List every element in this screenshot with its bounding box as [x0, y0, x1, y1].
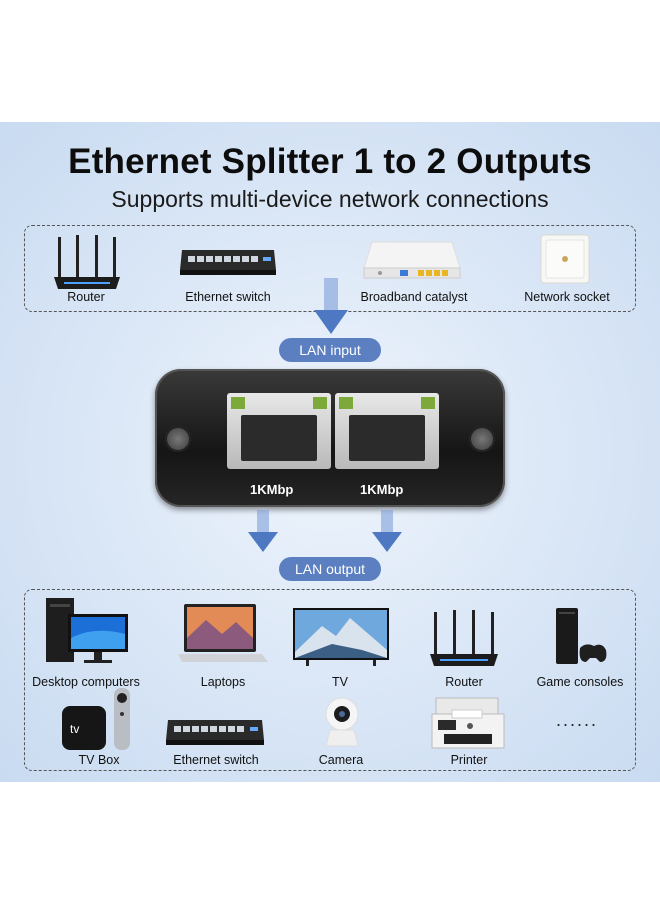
input-label-ethernet-switch: Ethernet switch [185, 290, 271, 304]
printer-icon [431, 697, 505, 749]
infographic-panel: Ethernet Splitter 1 to 2 Outputs Support… [0, 122, 660, 782]
more-devices-ellipsis: ...... [556, 710, 599, 730]
console-icon [556, 608, 607, 664]
output-label-game-consoles: Game consoles [536, 675, 624, 689]
switch-icon [180, 250, 276, 275]
router-icon [54, 235, 120, 289]
screw-icon [165, 426, 191, 452]
modem-icon [363, 241, 461, 279]
switch-icon [166, 720, 264, 745]
tvbox-icon [62, 688, 130, 750]
page-subtitle: Supports multi-device network connection… [111, 186, 549, 212]
router-icon [430, 610, 498, 666]
output-label-ethernet-switch: Ethernet switch [173, 753, 259, 767]
output-label-desktop-computers: Desktop computers [32, 675, 140, 689]
page-title: Ethernet Splitter 1 to 2 Outputs [68, 142, 592, 181]
output-devices-box [24, 589, 636, 771]
tv-icon [293, 608, 389, 666]
port-speed-left: 1KMbp [250, 482, 294, 497]
port-speed-right: 1KMbp [360, 482, 404, 497]
arrow-down-icon [372, 510, 402, 552]
tvbox-logo-text: tv [70, 722, 80, 736]
arrow-down-icon [314, 278, 348, 334]
input-label-network-socket: Network socket [524, 290, 610, 304]
socket-icon [540, 234, 590, 284]
input-label-broadband-catalyst: Broadband catalyst [360, 290, 468, 304]
output-label-tv-box: TV Box [78, 753, 120, 767]
output-label-printer: Printer [450, 753, 488, 767]
lan-output-badge: LAN output [279, 557, 381, 581]
lan-input-badge: LAN input [279, 338, 381, 362]
input-label-router: Router [67, 290, 105, 304]
rj45-port-right [335, 393, 439, 469]
output-label-laptops: Laptops [200, 675, 246, 689]
rj45-port-left [227, 393, 331, 469]
output-label-tv: TV [332, 675, 348, 689]
camera-icon [325, 697, 359, 747]
desktop-icon [46, 598, 128, 663]
arrow-down-icon [248, 510, 278, 552]
laptop-icon [178, 604, 268, 662]
screw-icon [469, 426, 495, 452]
output-label-router: Router [445, 675, 483, 689]
ethernet-splitter-device: 1KMbp 1KMbp [155, 369, 505, 507]
output-label-camera: Camera [318, 753, 364, 767]
